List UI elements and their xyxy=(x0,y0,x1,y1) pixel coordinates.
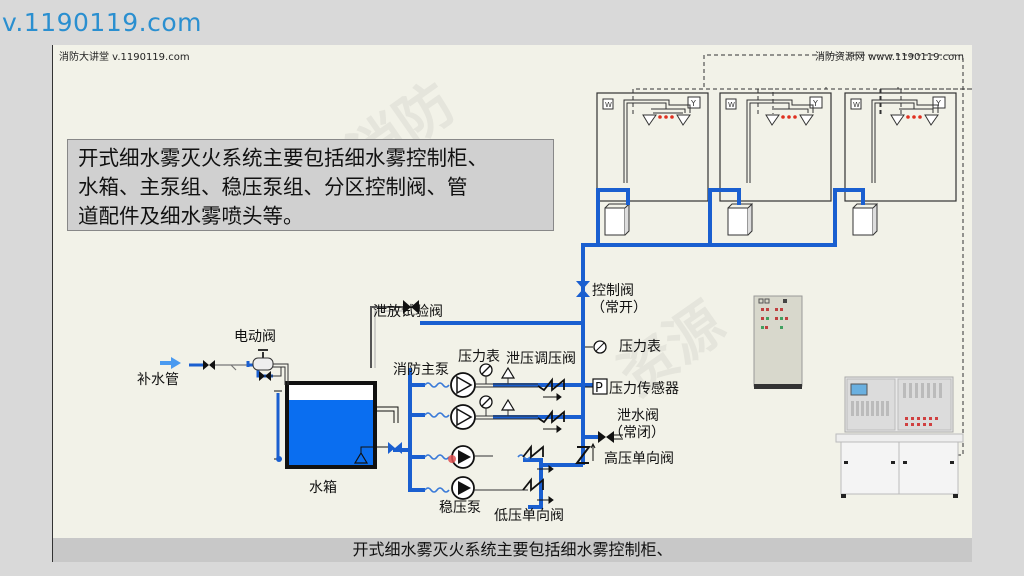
w-label: W xyxy=(853,101,860,109)
main-pump-1 xyxy=(450,372,476,398)
zone-valve-box xyxy=(852,207,874,236)
label-pump-gauge: 压力表 xyxy=(458,349,500,365)
jockey-pump-2 xyxy=(451,476,475,500)
label-drain-test-valve: 泄放试验阀 xyxy=(373,304,443,320)
label-main-pump: 消防主泵 xyxy=(393,362,449,378)
w-indicator xyxy=(725,98,737,110)
zone-3: W Y xyxy=(844,92,957,236)
pump-pressure-gauge xyxy=(479,363,493,409)
label-drain-valve-state: （常闭） xyxy=(609,425,665,441)
pressure-sensor: P xyxy=(585,378,608,396)
w-indicator xyxy=(850,98,862,110)
slide: 消防大讲堂 v.1190119.com 消防资源网 www.1190119.co… xyxy=(52,45,972,562)
y-label: Y xyxy=(690,99,696,108)
hp-check-valve xyxy=(575,446,591,464)
w-indicator xyxy=(602,98,614,110)
label-motor-valve: 电动阀 xyxy=(234,329,276,345)
intro-line: 道配件及细水雾喷头等。 xyxy=(78,204,304,228)
sensor-symbol: P xyxy=(595,381,603,396)
intro-line: 开式细水雾灭火系统主要包括细水雾控制柜、 xyxy=(78,146,488,170)
nozzle-icon xyxy=(765,114,780,126)
nozzle-icon xyxy=(642,114,657,126)
nozzle-icon xyxy=(676,114,691,126)
zone-box xyxy=(719,92,832,202)
label-drain-valve: 泄水阀 xyxy=(617,408,659,424)
label-control-valve-state: （常开） xyxy=(591,300,647,316)
site-url[interactable]: v.1190119.com xyxy=(2,8,202,37)
intro-text-box: 开式细水雾灭火系统主要包括细水雾控制柜、 水箱、主泵组、稳压泵组、分区控制阀、管… xyxy=(67,139,554,231)
zone-valve-box xyxy=(727,207,749,236)
label-control-valve: 控制阀 xyxy=(592,283,634,299)
y-label: Y xyxy=(812,99,818,108)
nozzle-icon xyxy=(890,114,905,126)
y-indicator xyxy=(932,96,946,109)
label-relief-valve: 泄压调压阀 xyxy=(506,351,576,367)
tank-water xyxy=(289,400,373,465)
motor-valve-icon xyxy=(252,357,274,371)
slide-header-right: 消防资源网 www.1190119.com xyxy=(814,52,964,63)
y-indicator xyxy=(809,96,823,109)
makeup-line xyxy=(160,349,289,385)
label-hp-check-valve: 高压单向阀 xyxy=(604,450,674,467)
nozzle-icon xyxy=(799,114,814,126)
check-valves xyxy=(522,377,565,492)
label-lp-check-valve: 低压单向阀 xyxy=(494,508,564,524)
flex-connectors xyxy=(424,382,531,493)
label-makeup-pipe: 补水管 xyxy=(137,372,179,388)
label-pressure-gauge: 压力表 xyxy=(619,339,661,355)
y-label: Y xyxy=(935,99,941,108)
system-diagram: W Y W Y xyxy=(137,54,972,524)
y-indicator xyxy=(687,96,701,109)
main-pressure-gauge xyxy=(585,340,607,354)
intro-line: 水箱、主泵组、稳压泵组、分区控制阀、管 xyxy=(78,175,468,199)
water-tank xyxy=(274,381,402,469)
w-label: W xyxy=(728,101,735,109)
nozzle-icon xyxy=(924,114,939,126)
zone-box xyxy=(596,92,709,202)
drain-test-valve xyxy=(403,300,419,314)
flow-arrows xyxy=(537,393,562,504)
w-label: W xyxy=(605,101,612,109)
slide-header-left: 消防大讲堂 v.1190119.com xyxy=(59,52,190,63)
zone-valve-box xyxy=(604,207,626,236)
zone-box xyxy=(844,92,957,202)
subtitle-caption: 开式细水雾灭火系统主要包括细水雾控制柜、 xyxy=(53,538,972,562)
zone-1: W Y xyxy=(596,92,709,236)
label-pressure-sensor: 压力传感器 xyxy=(609,380,679,397)
drain-valve xyxy=(585,431,623,443)
control-cabinet-image xyxy=(753,295,803,389)
label-jockey-pump: 稳压泵 xyxy=(439,500,481,516)
zone-2: W Y xyxy=(719,92,832,236)
label-water-tank: 水箱 xyxy=(309,480,337,496)
relief-valve-icon xyxy=(500,366,516,411)
control-valve xyxy=(576,281,590,297)
jockey-pump-1 xyxy=(448,445,475,469)
main-pump-2 xyxy=(450,404,476,430)
fire-control-console-image xyxy=(835,376,964,498)
inflow-arrow-icon xyxy=(171,357,181,369)
